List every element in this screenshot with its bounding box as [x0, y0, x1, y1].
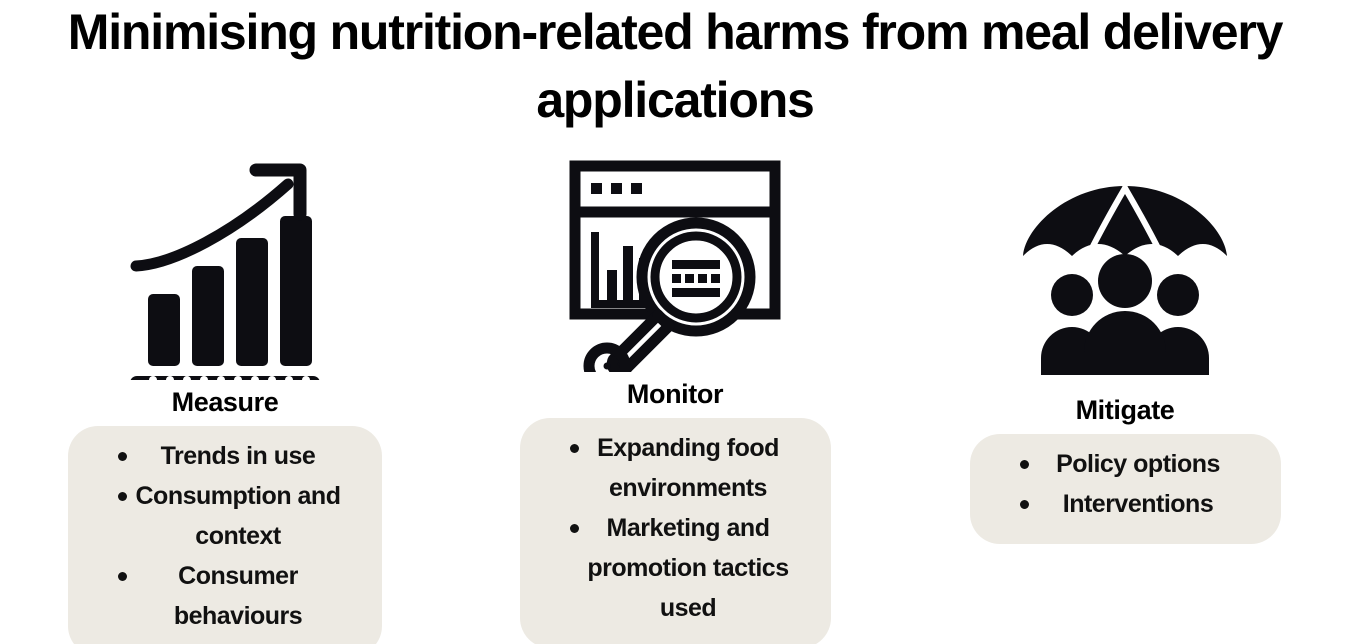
columns-container: Measure Trends in use Consumption and co… — [0, 160, 1350, 644]
bullet-list-monitor: Expanding food environments Marketing an… — [536, 428, 815, 628]
card-mitigate: Policy options Interventions — [969, 434, 1281, 544]
mitigate-icon-wrap — [1019, 160, 1231, 388]
column-mitigate: Mitigate Policy options Interventions — [900, 160, 1350, 644]
list-item-label: Interventions — [1062, 490, 1214, 518]
bullet-dot-icon — [569, 524, 579, 533]
list-item: Consumption and context — [84, 476, 366, 556]
measure-icon-wrap — [130, 160, 320, 380]
list-item: Consumer behaviours — [84, 556, 366, 636]
bullet-dot-icon — [1019, 500, 1029, 509]
bullet-dot-icon — [118, 572, 127, 581]
list-item-label: Consumption and context — [135, 482, 341, 550]
umbrella-over-people-icon — [1023, 185, 1227, 375]
browser-window-magnifier-icon — [569, 160, 781, 372]
list-item: Policy options — [986, 444, 1265, 484]
bullet-dot-icon — [1019, 460, 1029, 469]
list-item-label: Policy options — [1056, 450, 1220, 478]
list-item-label: Marketing and promotion tactics used — [587, 514, 789, 622]
bullet-list-measure: Trends in use Consumption and context Co… — [84, 436, 366, 636]
growth-bar-chart-ruler-icon — [130, 163, 320, 380]
column-monitor: Monitor Expanding food environments Mark… — [450, 160, 900, 644]
bullet-list-mitigate: Policy options Interventions — [986, 444, 1265, 524]
bullet-dot-icon — [118, 452, 127, 461]
list-item-label: Trends in use — [160, 442, 316, 470]
column-measure: Measure Trends in use Consumption and co… — [0, 160, 450, 644]
list-item: Marketing and promotion tactics used — [536, 508, 815, 628]
list-item-label: Expanding food environments — [597, 434, 779, 502]
column-heading-mitigate: Mitigate — [1075, 395, 1175, 425]
bullet-dot-icon — [569, 444, 579, 453]
card-measure: Trends in use Consumption and context Co… — [68, 426, 382, 644]
list-item: Expanding food environments — [536, 428, 815, 508]
column-heading-monitor: Monitor — [626, 379, 724, 409]
bullet-dot-icon — [118, 492, 127, 501]
list-item: Interventions — [986, 484, 1265, 524]
column-heading-measure: Measure — [171, 387, 279, 417]
list-item: Trends in use — [84, 436, 366, 476]
page-title: Minimising nutrition-related harms from … — [67, 4, 1284, 128]
card-monitor: Expanding food environments Marketing an… — [519, 418, 831, 644]
monitor-icon-wrap — [569, 160, 781, 372]
list-item-label: Consumer behaviours — [173, 562, 303, 630]
